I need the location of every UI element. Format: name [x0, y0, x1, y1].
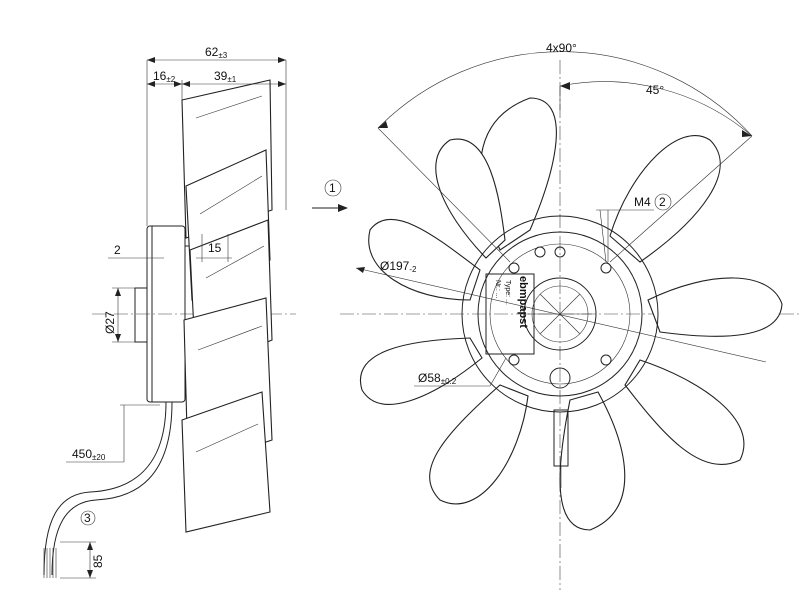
label-brand: ebmpapst [517, 276, 529, 328]
dim-blade-depth: 39±1 [214, 69, 237, 84]
dim-overall-depth: 62±3 [205, 45, 228, 60]
dim-motor-step: 15 [208, 241, 222, 255]
dim-cable-length: 450±20 [72, 447, 106, 462]
dim-front-offset: 16±2 [153, 69, 176, 84]
dim-hole-angle: 45° [646, 83, 664, 97]
mounting-holes [508, 246, 612, 389]
side-view: 62±3 16±2 39±1 2 15 Ø27 [43, 45, 296, 579]
label-line2: Nr.: ... [494, 280, 501, 299]
dim-hole-pattern: 4x90° [546, 41, 577, 55]
product-label: ebmpapst Type: ... Nr.: ... [485, 273, 535, 355]
dim-wire-strip: 85 [91, 554, 105, 568]
dim-hub-diameter: Ø58±0.2 [418, 371, 457, 386]
dim-thread: M4 [634, 195, 651, 209]
label-line1: Type: ... [504, 280, 511, 305]
dim-flange-thickness: 2 [114, 243, 121, 257]
front-view: ebmpapst Type: ... Nr.: ... Ø197-2 Ø58±0… [340, 41, 800, 590]
callout-cable: 3 [84, 511, 91, 525]
front-blades [359, 97, 783, 531]
wire-ends [43, 548, 57, 578]
callout-screw: 2 [659, 195, 666, 209]
dim-fan-diameter: Ø197-2 [380, 259, 417, 274]
airflow-indicator: 1 [312, 179, 348, 212]
dim-shaft-diameter: Ø27 [103, 311, 117, 334]
callout-airflow: 1 [329, 181, 336, 195]
